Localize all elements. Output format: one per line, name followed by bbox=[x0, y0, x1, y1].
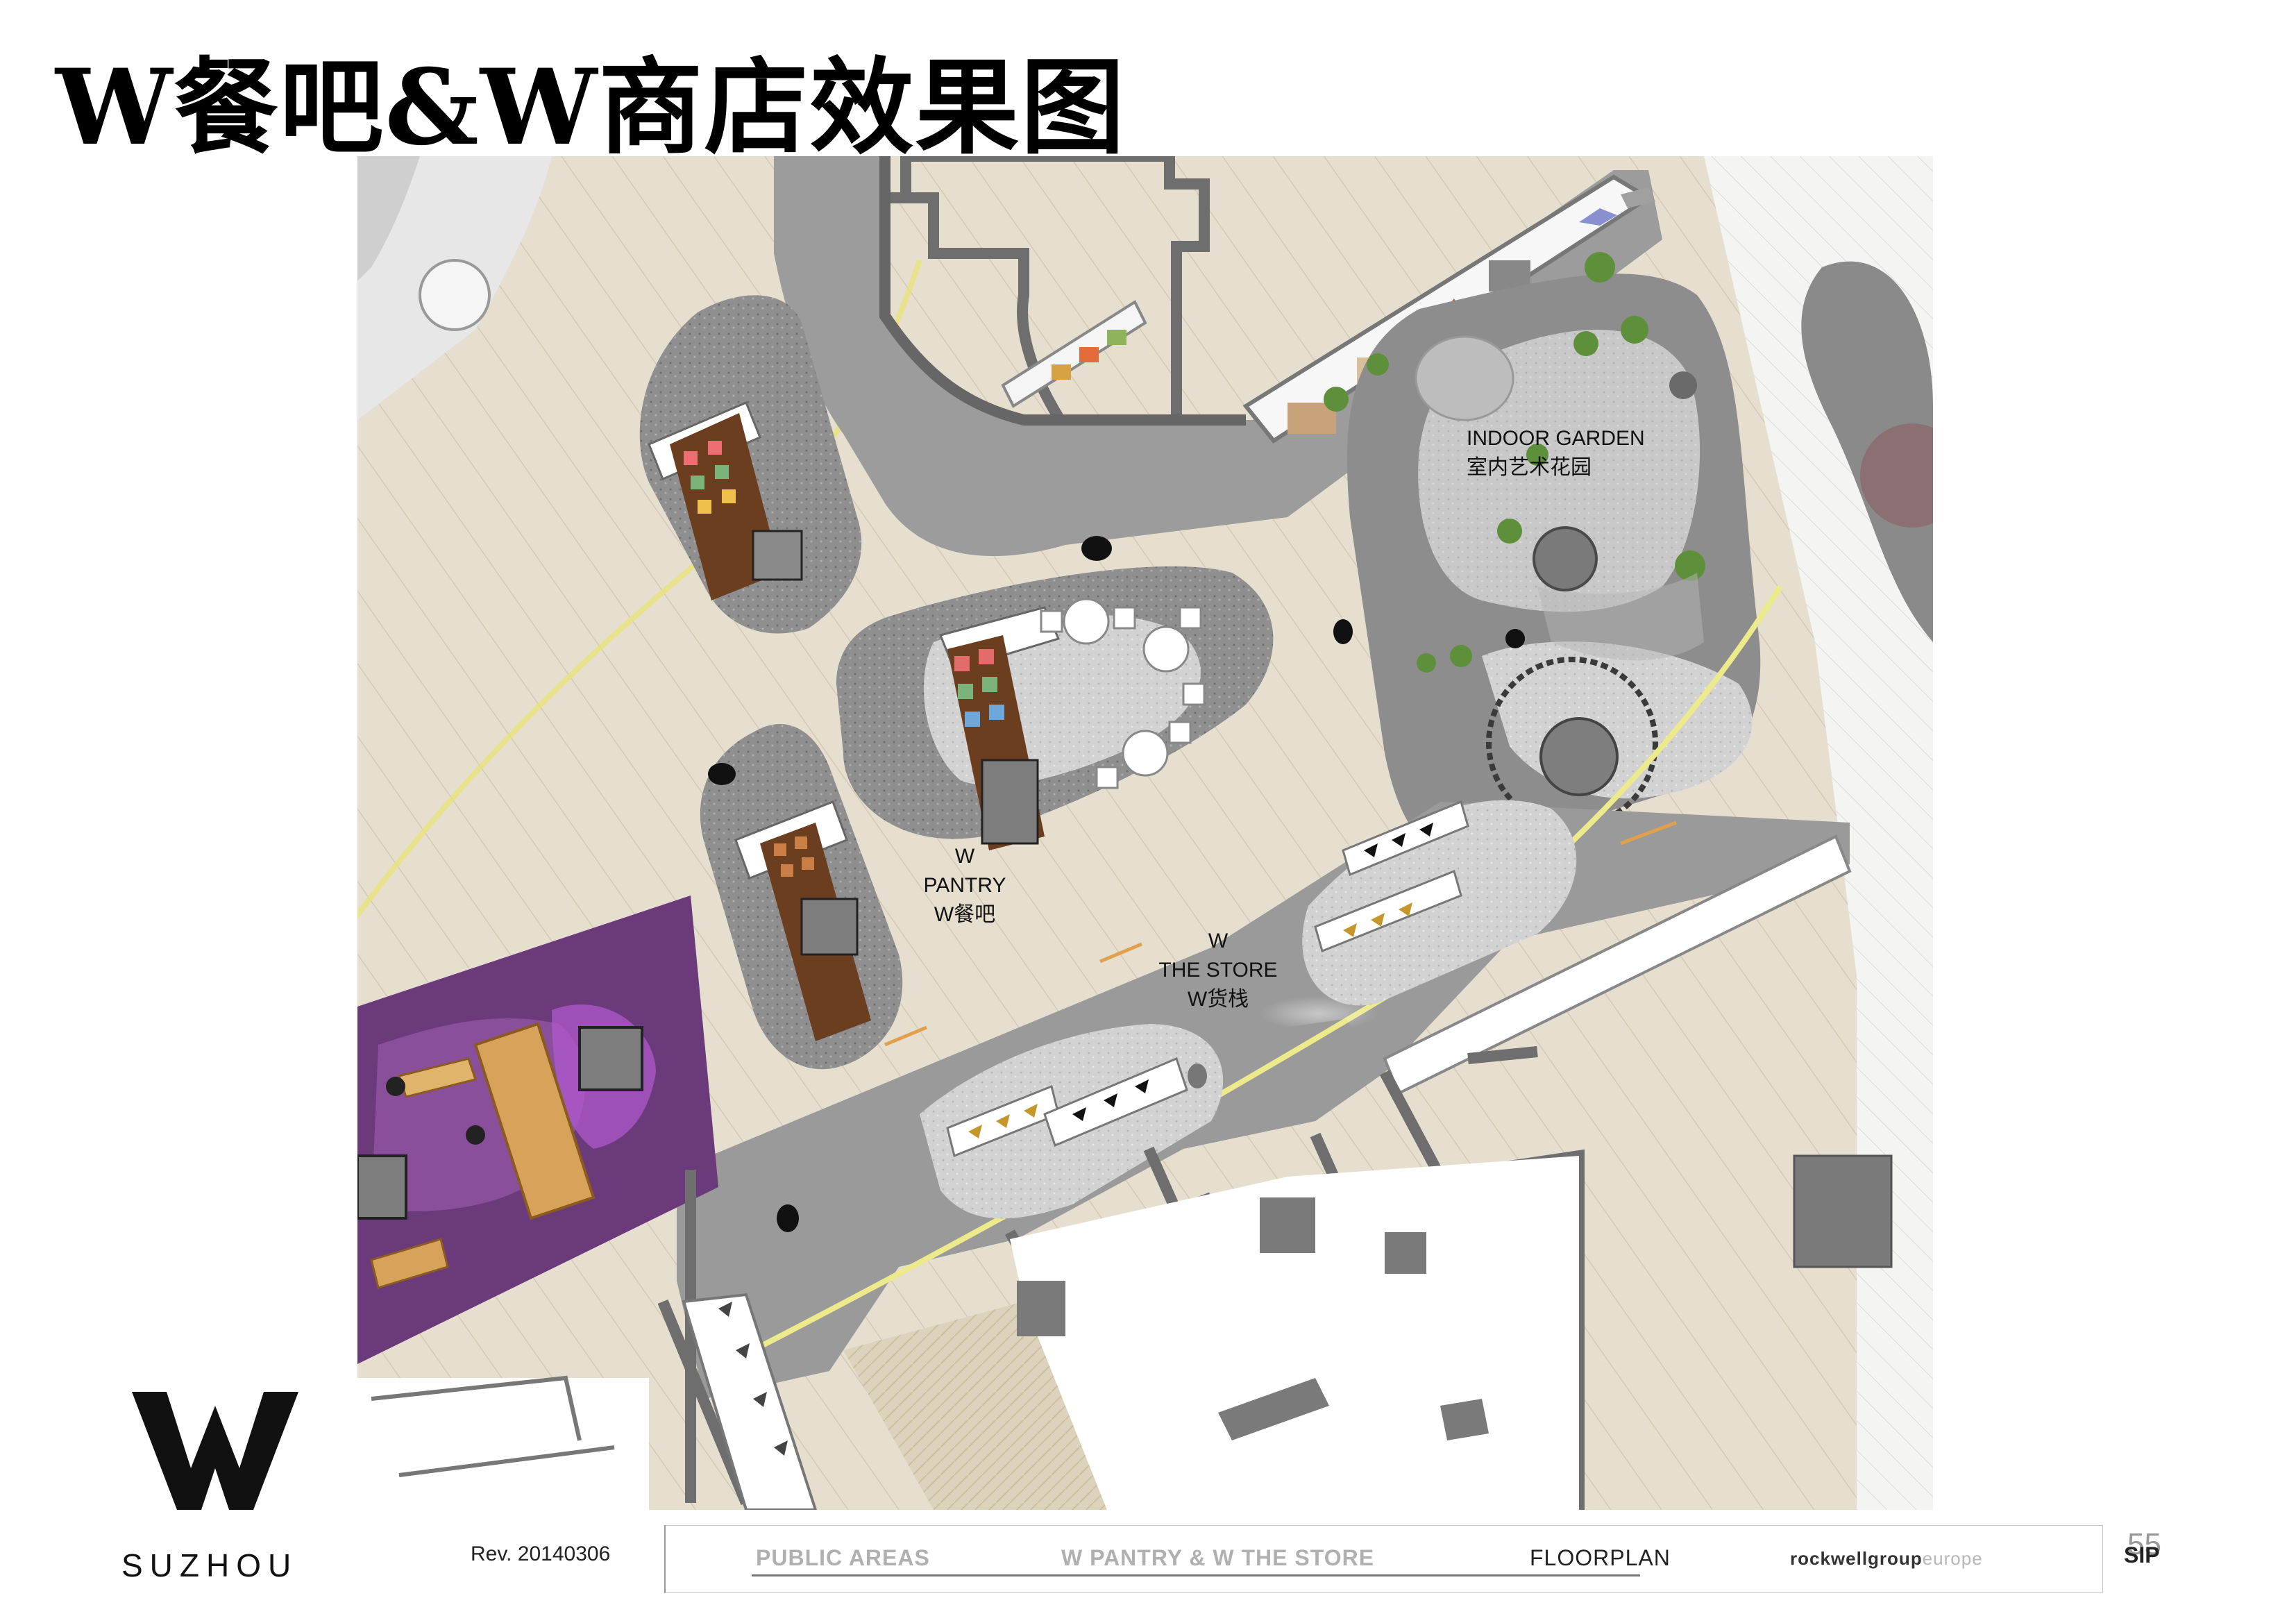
corridor-top bbox=[774, 156, 1662, 557]
label-w-pantry: W PANTRY W餐吧 bbox=[924, 845, 1006, 926]
label-pantry-w: W bbox=[955, 845, 975, 868]
page-number: 55 bbox=[2127, 1527, 2161, 1561]
footer-underline bbox=[752, 1574, 1640, 1576]
designer-logo: rockwellgroupeurope bbox=[1790, 1548, 1983, 1570]
stair-core-icon bbox=[419, 259, 491, 331]
pantry-counter-left bbox=[648, 401, 803, 600]
garden-plants bbox=[1324, 252, 1705, 673]
retail-shelf-top bbox=[1001, 300, 1147, 408]
pantry-counter-center bbox=[938, 606, 1061, 850]
footer-subject: W PANTRY & W THE STORE bbox=[1061, 1545, 1375, 1570]
gear-ring-icon bbox=[1486, 657, 1658, 829]
entrance-vestibule bbox=[682, 1293, 818, 1510]
store-display-lower bbox=[946, 1057, 1188, 1158]
label-pantry-en: PANTRY bbox=[924, 874, 1006, 897]
label-pantry-cn: W餐吧 bbox=[934, 903, 995, 926]
exterior-column bbox=[1793, 1154, 1893, 1268]
revision-label: Rev. 20140306 bbox=[471, 1542, 611, 1565]
designer-suffix: europe bbox=[1922, 1548, 1983, 1569]
back-of-house-columns bbox=[1017, 1197, 1489, 1440]
footer-section: PUBLIC AREAS bbox=[756, 1545, 930, 1570]
client-logo: SIP bbox=[2124, 1542, 2160, 1567]
label-store-w: W bbox=[1208, 930, 1229, 952]
people bbox=[708, 536, 1525, 1232]
store-display-upper bbox=[1314, 800, 1469, 953]
corridor-bottom bbox=[677, 802, 1850, 1399]
floor-accent-lines bbox=[884, 821, 1677, 1047]
exterior-tree bbox=[1860, 423, 1933, 528]
garden-planter bbox=[1533, 526, 1598, 591]
label-store-cn: W货栈 bbox=[1188, 988, 1249, 1011]
garden-sculpture bbox=[1415, 335, 1514, 421]
stair-steps bbox=[357, 156, 420, 281]
footer-sheet-type: FLOORPLAN bbox=[1530, 1545, 1671, 1570]
lounge-furniture bbox=[357, 1022, 643, 1289]
floor-plan: INDOOR GARDEN 室内艺术花园 W PANTRY W餐吧 W THE … bbox=[357, 156, 1933, 1510]
brand-city: SUZHOU bbox=[121, 1547, 298, 1583]
lower-left-room bbox=[357, 1378, 649, 1510]
designer-name: rockwellgroup bbox=[1790, 1548, 1923, 1569]
column-pyramids bbox=[718, 1302, 788, 1456]
page-title: W餐吧&W商店效果图 bbox=[56, 47, 1126, 169]
round-table bbox=[1539, 717, 1619, 796]
w-hotels-logo bbox=[132, 1392, 298, 1510]
back-of-house bbox=[1010, 1156, 1579, 1510]
entrance-corridor bbox=[843, 1302, 1107, 1510]
label-store-en: THE STORE bbox=[1158, 959, 1277, 982]
label-garden-cn: 室内艺术花园 bbox=[1467, 456, 1592, 479]
pantry-counter-lower bbox=[734, 800, 871, 1041]
label-w-store: W THE STORE W货栈 bbox=[1158, 930, 1277, 1011]
title-block: PUBLIC AREAS W PANTRY & W THE STORE FLOO… bbox=[664, 1525, 2103, 1593]
cafe-tables bbox=[1040, 598, 1206, 789]
label-garden-en: INDOOR GARDEN bbox=[1467, 427, 1645, 450]
label-indoor-garden: INDOOR GARDEN 室内艺术花园 bbox=[1467, 427, 1645, 479]
